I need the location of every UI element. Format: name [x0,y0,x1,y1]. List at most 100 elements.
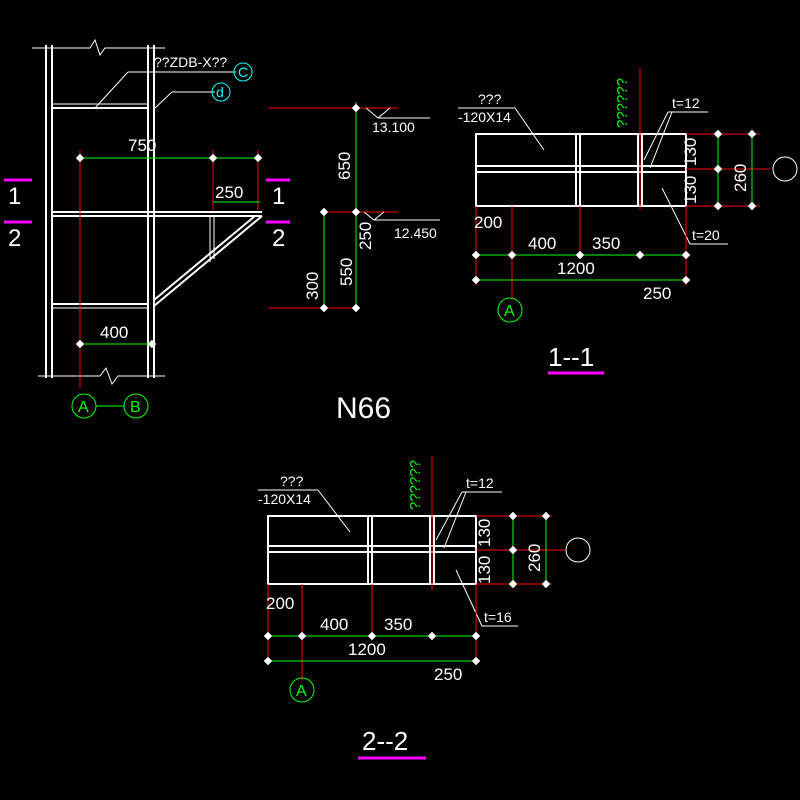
section1-plate-label: ??? [478,91,502,107]
section1-dim-250: 250 [643,284,671,303]
tick [471,275,481,285]
section1-t-top: t=12 [672,95,700,111]
tick [747,129,757,139]
section2-plate-leader [317,489,351,533]
leader-line-d [154,91,173,109]
tick [263,631,273,641]
dim-650: 650 [335,152,354,180]
dim-550: 550 [337,258,356,286]
section2-axis-label: A [296,683,307,700]
tick [75,153,85,163]
tick [471,631,481,641]
section1-plate-leader [514,107,545,151]
tick [635,250,645,260]
section2-dim-1200: 1200 [348,640,386,659]
vertical-dimensions: 650 250 550 300 13.100 12.450 [268,102,440,313]
section1-dim-260: 260 [731,164,750,192]
member-label: ??ZDB-X?? [154,54,227,70]
elevation-view: ??ZDB-X?? C d 750 250 400 A B 1 2 [4,38,290,419]
section-2-2: ??? -120X14 ?????? t=12 t=16 130 130 260 [258,456,591,760]
callout-d-circle [211,82,231,102]
section1-t-top-leader-b [649,111,673,169]
section1-t-top-leader-a [643,111,669,161]
tick [575,250,585,260]
callout-c-text: C [238,64,248,80]
bracket-sloped-flange [153,215,263,307]
section2-plate-label: ??? [280,473,304,489]
tick [681,250,691,260]
tick [541,511,551,521]
section1-dim-350: 350 [592,234,620,253]
tick [319,303,329,313]
tick [508,511,518,521]
tick [367,631,377,641]
tick [427,631,437,641]
tick [471,656,481,666]
tick [713,201,723,211]
dim-750: 750 [128,136,156,155]
section1-t-bottom: t=20 [692,227,720,243]
tick [507,250,517,260]
section2-axis-bubble [289,677,315,703]
tick [319,207,329,217]
tick [351,103,361,113]
bracket-sloped-flange-edge [153,215,256,301]
dim-250: 250 [215,183,243,202]
section2-end-circle [565,537,591,563]
tick [713,164,723,174]
section2-plate-size: -120X14 [258,491,311,507]
section2-dim-260: 260 [525,544,544,572]
cut-right-number-2: 2 [272,225,285,252]
tick [297,631,307,641]
elev-marker-top [365,107,391,119]
section2-dim-200: 200 [266,594,294,613]
section1-end-circle [772,156,798,182]
dim-400: 400 [100,323,128,342]
section1-dim-130-a: 130 [681,138,700,166]
tick [541,579,551,589]
section2-dim-130-b: 130 [475,556,494,584]
tick [681,275,691,285]
tick [208,153,218,163]
section2-dim-250: 250 [434,665,462,684]
drawing-number: N66 [336,392,391,425]
axis-b-bubble [123,393,149,419]
section2-wave-mark: ?????? [407,460,424,510]
cut-right-number-1: 1 [272,183,285,210]
elevation-top: 13.100 [372,119,415,135]
tick [471,250,481,260]
tick [747,201,757,211]
section2-t-top-leader-a [435,491,463,541]
tick [713,129,723,139]
section1-dim-200: 200 [474,213,502,232]
tick [508,545,518,555]
cut-left-number-2: 2 [8,225,21,252]
callout-c-circle [233,62,253,82]
section2-title: 2--2 [362,726,408,756]
section1-axis-label: A [504,303,515,320]
leader-line-c [94,71,129,109]
section2-dim-130-a: 130 [475,519,494,547]
section1-title: 1--1 [548,342,594,372]
section1-dim-130-b: 130 [681,176,700,204]
section1-wave-mark: ?????? [614,78,631,128]
section-1-1: ??? -120X14 ?????? t=12 t=20 130 130 260 [458,68,798,375]
tick [351,207,361,217]
section2-dim-400: 400 [320,615,348,634]
section1-t-bottom-leader [661,187,691,245]
tick [253,153,263,163]
tick [351,303,361,313]
section2-t-top-leader-b [443,491,467,549]
section2-t-top: t=12 [466,475,494,491]
tick [263,656,273,666]
axis-a-label: A [78,399,89,416]
section1-axis-bubble [497,297,523,323]
section2-dim-350: 350 [384,615,412,634]
axis-b-label: B [130,399,141,416]
section1-plate-size: -120X14 [458,109,511,125]
section2-t-bottom: t=16 [484,609,512,625]
tick [508,579,518,589]
section2-t-bottom-leader [455,569,483,627]
elevation-bottom: 12.450 [394,225,437,241]
